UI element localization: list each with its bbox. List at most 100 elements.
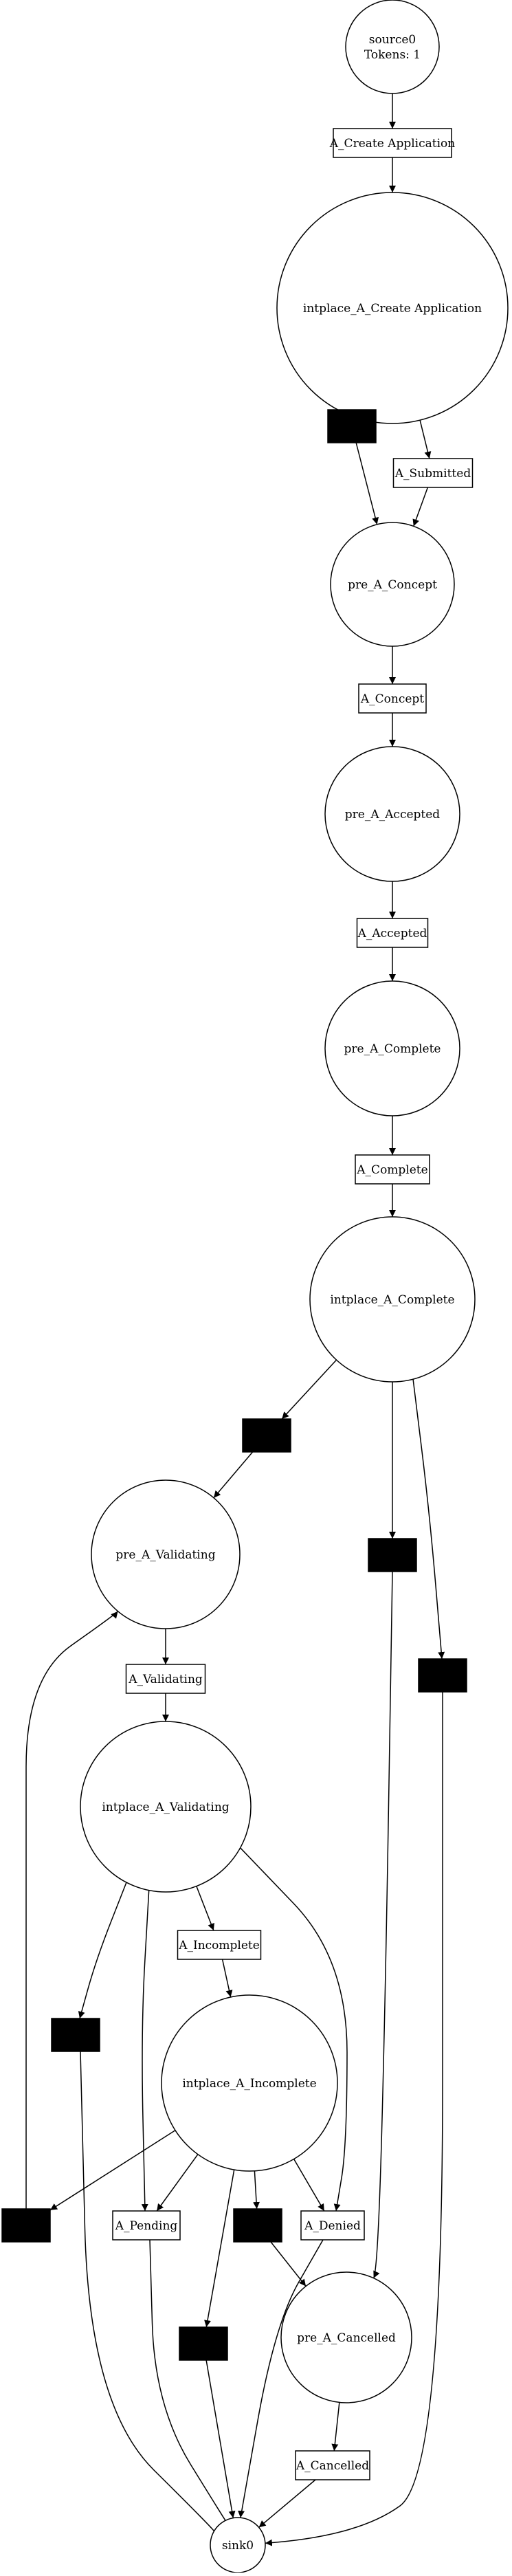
place-label: intplace_A_Complete <box>330 1293 454 1307</box>
transition-A_Incomplete: A_Incomplete <box>177 1930 262 1960</box>
silent-transition-tau_8 <box>179 2326 228 2361</box>
arc-A_Pending-to-sink0 <box>149 2239 232 2529</box>
transition-box <box>1 2208 51 2243</box>
place-circle <box>80 1721 252 1893</box>
place-circle <box>324 980 460 1116</box>
arc-tau_4-to-sink0 <box>265 1692 443 2546</box>
arc-pre_A_Cancelled-to-A_Cancelled <box>331 2402 340 2452</box>
transition-box <box>242 1418 291 1453</box>
arc-A_Cancelled-to-sink0 <box>258 2479 316 2528</box>
transition-box <box>125 1664 206 1694</box>
transition-A_Denied: A_Denied <box>300 2210 365 2241</box>
transition-box <box>327 409 377 443</box>
silent-transition-tau_3 <box>368 1538 417 1572</box>
arc-tau_2-to-pre_A_Validating <box>213 1451 254 1499</box>
arc-A_Submitted-to-pre_A_Concept <box>412 487 429 527</box>
arc-tau_6-to-pre_A_Validating <box>25 1611 119 2210</box>
arc-intplace_A_Incomplete-to-A_Pending <box>156 2154 199 2212</box>
transition-label: A_Create Application <box>329 137 455 151</box>
place-label: pre_A_Concept <box>348 578 437 592</box>
transition-box <box>295 2450 370 2480</box>
arc-intplace_A_Validating-to-A_Pending <box>141 1889 150 2212</box>
place-pre_A_Accepted: pre_A_Accepted <box>324 746 460 882</box>
place-sink0: sink0 <box>210 2517 266 2573</box>
transition-box <box>355 1154 430 1185</box>
arc-intplace_A_Complete-to-tau_4 <box>412 1378 445 1660</box>
arc-tau_7-to-pre_A_Cancelled <box>270 2241 307 2287</box>
transition-box <box>392 458 474 488</box>
transition-label: A_Validating <box>128 1673 203 1686</box>
arc-intplace_A_Validating-to-A_Denied <box>240 1847 348 2212</box>
place-label: intplace_A_Incomplete <box>182 2077 316 2091</box>
transition-box <box>368 1538 417 1572</box>
place-pre_A_Validating: pre_A_Validating <box>91 1479 241 1629</box>
place-pre_A_Complete: pre_A_Complete <box>324 980 460 1116</box>
place-intplace_A_Validating: intplace_A_Validating <box>80 1721 252 1893</box>
transition-A_Validating: A_Validating <box>125 1664 206 1694</box>
transition-A_Concept: A_Concept <box>358 683 427 714</box>
place-circle <box>276 192 509 424</box>
place-pre_A_Concept: pre_A_Concept <box>330 522 455 647</box>
transition-box <box>179 2326 228 2361</box>
place-label: source0 <box>369 33 416 47</box>
silent-transition-tau_1 <box>327 409 377 443</box>
place-label: Tokens: 1 <box>364 48 421 62</box>
transition-label: A_Denied <box>304 2219 361 2233</box>
transition-A_Create_Application: A_Create Application <box>329 128 455 158</box>
arc-tau_8-to-sink0 <box>205 2359 236 2518</box>
arcs-layer <box>25 93 445 2546</box>
transition-A_Submitted: A_Submitted <box>392 458 474 488</box>
place-intplace_A_Create_Application: intplace_A_Create Application <box>276 192 509 424</box>
place-circle <box>280 2271 412 2403</box>
transition-A_Cancelled: A_Cancelled <box>295 2450 370 2480</box>
arc-tau_5-to-sink0 <box>80 2051 222 2538</box>
arc-intplace_A_Incomplete-to-A_Denied <box>293 2159 325 2212</box>
transition-A_Pending: A_Pending <box>112 2210 181 2241</box>
arc-tau_3-to-pre_A_Cancelled <box>372 1571 393 2279</box>
arc-tau_1-to-pre_A_Concept <box>355 442 379 525</box>
arc-intplace_A_Incomplete-to-tau_6 <box>49 2130 176 2211</box>
place-label: intplace_A_Create Application <box>303 302 482 316</box>
place-circle <box>161 1994 338 2172</box>
place-circle <box>309 1216 476 1383</box>
silent-transition-tau_6 <box>1 2208 51 2243</box>
place-intplace_A_Complete: intplace_A_Complete <box>309 1216 476 1383</box>
transition-label: A_Concept <box>360 692 424 706</box>
transition-label: A_Cancelled <box>296 2459 369 2473</box>
arc-A_Denied-to-sink0 <box>238 2239 324 2518</box>
transition-A_Accepted: A_Accepted <box>356 918 429 948</box>
transition-box <box>51 2018 100 2052</box>
arc-A_Incomplete-to-intplace_A_Incomplete <box>221 1959 233 1998</box>
place-circle <box>330 522 455 647</box>
place-label: pre_A_Accepted <box>345 808 441 822</box>
transition-label: A_Pending <box>115 2219 178 2233</box>
transition-box <box>112 2210 181 2241</box>
transition-box <box>333 128 452 158</box>
transition-box <box>358 683 427 714</box>
place-label: intplace_A_Validating <box>102 1801 229 1814</box>
place-circle <box>91 1479 241 1629</box>
transition-label: A_Incomplete <box>178 1939 260 1952</box>
place-label: pre_A_Complete <box>344 1042 441 1056</box>
silent-transition-tau_4 <box>418 1658 467 1693</box>
arc-intplace_A_Validating-to-tau_5 <box>78 1882 127 2019</box>
arc-intplace_A_Validating-to-A_Incomplete <box>196 1886 214 1931</box>
place-circle <box>345 0 440 94</box>
silent-transition-tau_5 <box>51 2018 100 2052</box>
transition-label: A_Complete <box>356 1163 427 1177</box>
silent-transition-tau_7 <box>233 2208 282 2243</box>
arc-intplace_A_Complete-to-tau_2 <box>281 1359 337 1420</box>
transition-box <box>356 918 429 948</box>
arc-intplace_A_Incomplete-to-tau_8 <box>204 2169 235 2328</box>
place-intplace_A_Incomplete: intplace_A_Incomplete <box>161 1994 338 2172</box>
transition-A_Complete: A_Complete <box>355 1154 430 1185</box>
place-label: pre_A_Cancelled <box>297 2331 396 2345</box>
transition-label: A_Submitted <box>394 467 471 481</box>
arc-intplace_A_Incomplete-to-tau_7 <box>253 2170 260 2210</box>
place-circle <box>324 746 460 882</box>
transition-box <box>418 1658 467 1693</box>
